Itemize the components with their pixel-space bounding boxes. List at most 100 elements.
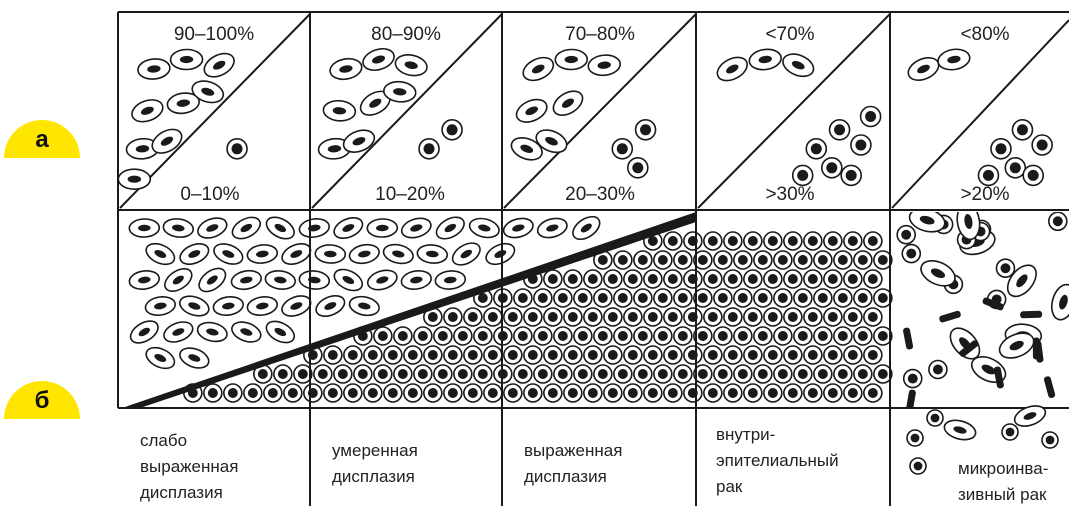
tissue-atypical-cell (854, 365, 872, 383)
tissue-atypical-cell (824, 270, 842, 288)
tissue-mature-cell (161, 264, 196, 296)
col2-bottom-percent: 10–20% (375, 184, 445, 205)
tissue-mature-cell (129, 219, 159, 238)
tissue-atypical-cell (444, 308, 462, 326)
tissue-atypical-cell (314, 365, 332, 383)
tissue-atypical-cell (384, 346, 402, 364)
tissue-mature-cell (177, 344, 211, 371)
tissue-atypical-cell (634, 251, 652, 269)
tissue-atypical-cell (684, 270, 702, 288)
tissue-mature-cell (348, 294, 381, 318)
tissue-atypical-cell (854, 289, 872, 307)
tissue-mature-cell (433, 213, 468, 243)
col5-atypical-cell (978, 165, 998, 185)
tissue-atypical-cell (434, 365, 452, 383)
tissue-atypical-cell (544, 346, 562, 364)
tissue-atypical-cell (304, 384, 322, 402)
tissue-atypical-cell (774, 251, 792, 269)
col4-mature-cell (713, 53, 751, 86)
tissue-atypical-cell (554, 289, 572, 307)
col1-mature-cell (129, 96, 166, 126)
tissue-atypical-cell (744, 232, 762, 250)
col5-atypical-cell (991, 139, 1011, 159)
tissue-atypical-cell (664, 346, 682, 364)
tissue-atypical-cell (514, 289, 532, 307)
tissue-atypical-cell (764, 384, 782, 402)
col2-top-percent: 80–90% (371, 24, 441, 45)
tissue-atypical-cell (774, 327, 792, 345)
tissue-atypical-cell (704, 270, 722, 288)
tissue-atypical-cell (704, 308, 722, 326)
invasive-round-cell (929, 360, 947, 378)
tissue-atypical-cell (684, 346, 702, 364)
tissue-mature-cell (298, 217, 330, 239)
tissue-atypical-cell (464, 384, 482, 402)
col2-mature-cell (360, 45, 397, 74)
tissue-mature-cell (143, 240, 178, 269)
tissue-mature-cell (246, 295, 279, 318)
col4-caption-line3: рак (716, 477, 743, 496)
tissue-atypical-cell (604, 308, 622, 326)
tissue-atypical-cell (414, 327, 432, 345)
invasive-strand (1034, 340, 1044, 363)
tissue-atypical-cell (784, 384, 802, 402)
tissue-atypical-cell (644, 308, 662, 326)
tissue-mature-cell (195, 264, 230, 296)
tissue-atypical-cell (664, 308, 682, 326)
tissue-atypical-cell (804, 346, 822, 364)
tissue-atypical-cell (464, 346, 482, 364)
tissue-atypical-cell (804, 384, 822, 402)
invasive-round-cell (902, 245, 920, 263)
tissue-mature-cell (331, 265, 366, 295)
tissue-atypical-cell (584, 346, 602, 364)
tissue-atypical-cell (504, 346, 522, 364)
col4-atypical-cell (841, 165, 861, 185)
spill-round-cell (927, 410, 943, 426)
tissue-atypical-cell (714, 289, 732, 307)
tissue-atypical-cell (854, 251, 872, 269)
tissue-mature-cell (348, 242, 381, 266)
tissue-atypical-cell (394, 365, 412, 383)
tissue-atypical-cell (734, 327, 752, 345)
tissue-atypical-cell (554, 327, 572, 345)
invasive-strand (1020, 311, 1042, 319)
tissue-atypical-cell (564, 308, 582, 326)
col1-top-percent: 90–100% (174, 24, 254, 45)
tissue-atypical-cell (834, 327, 852, 345)
tissue-atypical-cell (484, 384, 502, 402)
tissue-atypical-cell (584, 384, 602, 402)
tissue-atypical-cell (624, 270, 642, 288)
col5-top-percent: <80% (960, 24, 1009, 45)
tissue-atypical-cell (744, 308, 762, 326)
tissue-mature-cell (501, 215, 535, 240)
tissue-mature-cell (196, 320, 229, 345)
tissue-atypical-cell (454, 327, 472, 345)
col3-atypical-cell (636, 120, 656, 140)
tissue-atypical-cell (584, 308, 602, 326)
tissue-atypical-cell (764, 270, 782, 288)
col3-atypical-cell (612, 139, 632, 159)
tissue-mature-cell (212, 295, 244, 317)
col1-caption-line3: дисплазия (140, 483, 223, 502)
tissue-atypical-cell (674, 365, 692, 383)
tissue-mature-cell (162, 217, 194, 239)
tissue-mature-cell (230, 268, 263, 291)
tissue-atypical-cell (664, 232, 682, 250)
tissue-atypical-cell (614, 289, 632, 307)
invasive-round-cell (1049, 212, 1067, 230)
col3-top-percent: 70–80% (565, 24, 635, 45)
tissue-atypical-cell (654, 327, 672, 345)
tissue-atypical-cell (864, 346, 882, 364)
col4-mature-cell (780, 50, 817, 81)
tissue-mature-cell (264, 269, 296, 291)
tissue-mature-cell (416, 244, 448, 265)
tissue-mature-cell (246, 243, 278, 265)
tissue-atypical-cell (714, 365, 732, 383)
tissue-atypical-cell (404, 346, 422, 364)
col4-mature-cell (748, 47, 783, 71)
tissue-atypical-cell (724, 270, 742, 288)
tissue-atypical-cell (634, 365, 652, 383)
tissue-atypical-cell (484, 346, 502, 364)
tissue-atypical-cell (674, 251, 692, 269)
tissue-atypical-cell (734, 365, 752, 383)
